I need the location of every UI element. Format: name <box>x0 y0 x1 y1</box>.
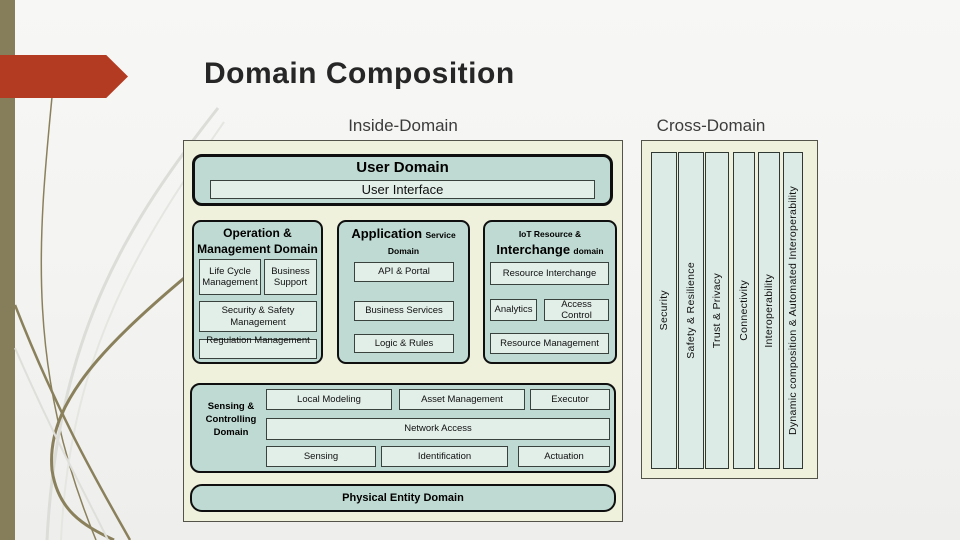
executor-box: Executor <box>530 389 610 410</box>
physical-entity-domain-box: Physical Entity Domain <box>190 484 616 512</box>
operation-management-domain-title: Operation & Management Domain <box>194 222 321 257</box>
cross-domain-label: Cross-Domain <box>656 116 766 135</box>
dynamic-composition-bar-label: Dynamic composition & Automated Interope… <box>787 185 799 435</box>
cross-domain-panel: Security Safety & Resilience Trust & Pri… <box>641 140 818 479</box>
left-edge-bar <box>0 0 15 540</box>
user-domain-title: User Domain <box>356 159 449 176</box>
interoperability-bar-label: Interoperability <box>763 273 775 348</box>
iot-resource-interchange-domain-title: IoT Resource & Interchange domain <box>485 222 615 258</box>
identification-box: Identification <box>381 446 508 467</box>
operation-title-line2: Management Domain <box>197 241 318 256</box>
sensing-title-line3: Domain <box>213 426 249 438</box>
inside-domain-label: Inside-Domain <box>348 116 458 135</box>
resource-interchange-box: Resource Interchange <box>490 262 609 285</box>
sensing-title-line1: Sensing & <box>207 401 255 412</box>
user-interface-box: User Interface <box>210 180 595 199</box>
red-arrow-decoration <box>0 55 128 98</box>
dynamic-composition-bar: Dynamic composition & Automated Interope… <box>783 152 803 469</box>
trust-privacy-bar: Trust & Privacy <box>705 152 729 469</box>
life-cycle-management-box: Life Cycle Management <box>199 259 261 295</box>
iot-title-domain: domain <box>573 245 604 256</box>
user-domain-box: User Domain User Interface <box>192 154 613 206</box>
connectivity-bar: Connectivity <box>733 152 755 469</box>
security-bar: Security <box>651 152 677 469</box>
iot-title-line1: IoT Resource & <box>518 229 582 239</box>
page-title: Domain Composition <box>204 57 515 90</box>
application-service-domain-box: Application Service Domain API & Portal … <box>337 220 470 364</box>
sensing-controlling-domain-title: Sensing & Controlling Domain <box>198 401 264 439</box>
operation-title-line1: Operation & <box>223 226 292 240</box>
safety-resilience-bar-label: Safety & Resilience <box>685 262 697 359</box>
sensing-controlling-domain-box: Sensing & Controlling Domain Local Model… <box>190 383 616 473</box>
business-services-box: Business Services <box>354 301 454 321</box>
analytics-box: Analytics <box>490 299 537 321</box>
inside-domain-panel: User Domain User Interface Operation & M… <box>183 140 623 522</box>
asset-management-box: Asset Management <box>399 389 525 410</box>
regulation-management-box: Regulation Management <box>199 335 317 359</box>
network-access-box: Network Access <box>266 418 610 440</box>
iot-resource-interchange-domain-box: IoT Resource & Interchange domain Resour… <box>483 220 617 364</box>
trust-privacy-bar-label: Trust & Privacy <box>711 272 723 349</box>
sensing-box: Sensing <box>266 446 376 467</box>
security-safety-management-box: Security & Safety Management <box>199 301 317 332</box>
connectivity-bar-label: Connectivity <box>738 280 750 341</box>
security-bar-label: Security <box>658 290 670 331</box>
safety-resilience-bar: Safety & Resilience <box>678 152 704 469</box>
logic-rules-box: Logic & Rules <box>354 334 454 353</box>
business-support-box: Business Support <box>264 259 317 295</box>
resource-management-box: Resource Management <box>490 333 609 354</box>
actuation-box: Actuation <box>518 446 610 467</box>
application-title-big: Application <box>351 226 423 241</box>
access-control-box: Access Control <box>544 299 609 321</box>
api-portal-box: API & Portal <box>354 262 454 282</box>
regulation-management-label: Regulation Management <box>206 335 310 347</box>
local-modeling-box: Local Modeling <box>266 389 392 410</box>
iot-title-interchange: Interchange <box>496 241 571 257</box>
operation-management-domain-box: Operation & Management Domain Life Cycle… <box>192 220 323 364</box>
application-title-domain: Domain <box>387 245 420 256</box>
application-service-domain-title: Application Service Domain <box>339 222 468 258</box>
interoperability-bar: Interoperability <box>758 152 780 469</box>
application-title-service: Service <box>425 230 456 240</box>
sensing-title-line2: Controlling <box>205 413 257 425</box>
